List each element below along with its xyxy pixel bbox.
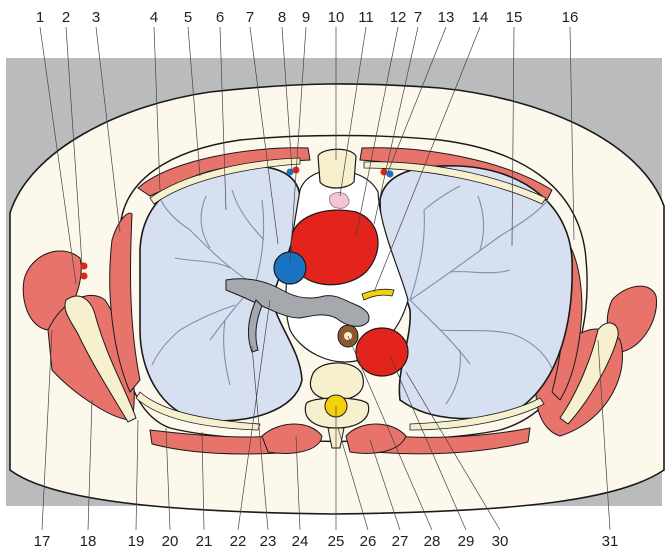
label-top-5: 5: [184, 9, 192, 26]
label-top-3: 3: [92, 9, 100, 26]
label-top-1: 1: [36, 9, 44, 26]
label-bottom-26: 26: [360, 533, 377, 550]
label-top-16: 16: [562, 9, 579, 26]
vertebral-body: [310, 363, 363, 400]
label-bottom-28: 28: [424, 533, 441, 550]
label-top-4: 4: [150, 9, 158, 26]
label-bottom-24: 24: [292, 533, 309, 550]
descending-aorta: [356, 328, 408, 376]
internal-thoracic-vein-right: [387, 171, 394, 178]
label-bottom-25: 25: [328, 533, 345, 550]
label-top-10: 10: [328, 9, 345, 26]
sternum: [318, 149, 356, 188]
label-top-7b: 7: [414, 9, 422, 26]
label-bottom-19: 19: [128, 533, 145, 550]
labels-bottom: 17 18 19 20 21 22 23 24 25 26 27 28 29 3…: [34, 533, 619, 550]
label-top-6: 6: [216, 9, 224, 26]
label-top-14: 14: [472, 9, 489, 26]
label-top-12: 12: [390, 9, 407, 26]
label-bottom-17: 17: [34, 533, 51, 550]
labels-top: 1 2 3 4 5 6 7 8 9 10 11 12 7 13 14 15 16: [36, 9, 579, 26]
label-bottom-22: 22: [230, 533, 247, 550]
thymus-remnant: [329, 192, 349, 208]
label-bottom-21: 21: [196, 533, 213, 550]
internal-thoracic-vein-left: [287, 169, 294, 176]
lung-left-anatomical: [380, 166, 572, 419]
label-bottom-18: 18: [80, 533, 97, 550]
label-top-8: 8: [278, 9, 286, 26]
axillary-vein: [81, 273, 88, 280]
label-bottom-27: 27: [392, 533, 409, 550]
label-top-2: 2: [62, 9, 70, 26]
label-top-11: 11: [358, 9, 374, 26]
label-bottom-20: 20: [162, 533, 179, 550]
label-top-9: 9: [302, 9, 310, 26]
label-bottom-29: 29: [458, 533, 475, 550]
label-bottom-23: 23: [260, 533, 277, 550]
superior-vena-cava: [274, 252, 306, 284]
label-bottom-31: 31: [602, 533, 619, 550]
label-bottom-30: 30: [492, 533, 509, 550]
axillary-artery: [81, 263, 88, 270]
label-top-13: 13: [438, 9, 455, 26]
label-top-7a: 7: [246, 9, 254, 26]
label-top-15: 15: [506, 9, 523, 26]
